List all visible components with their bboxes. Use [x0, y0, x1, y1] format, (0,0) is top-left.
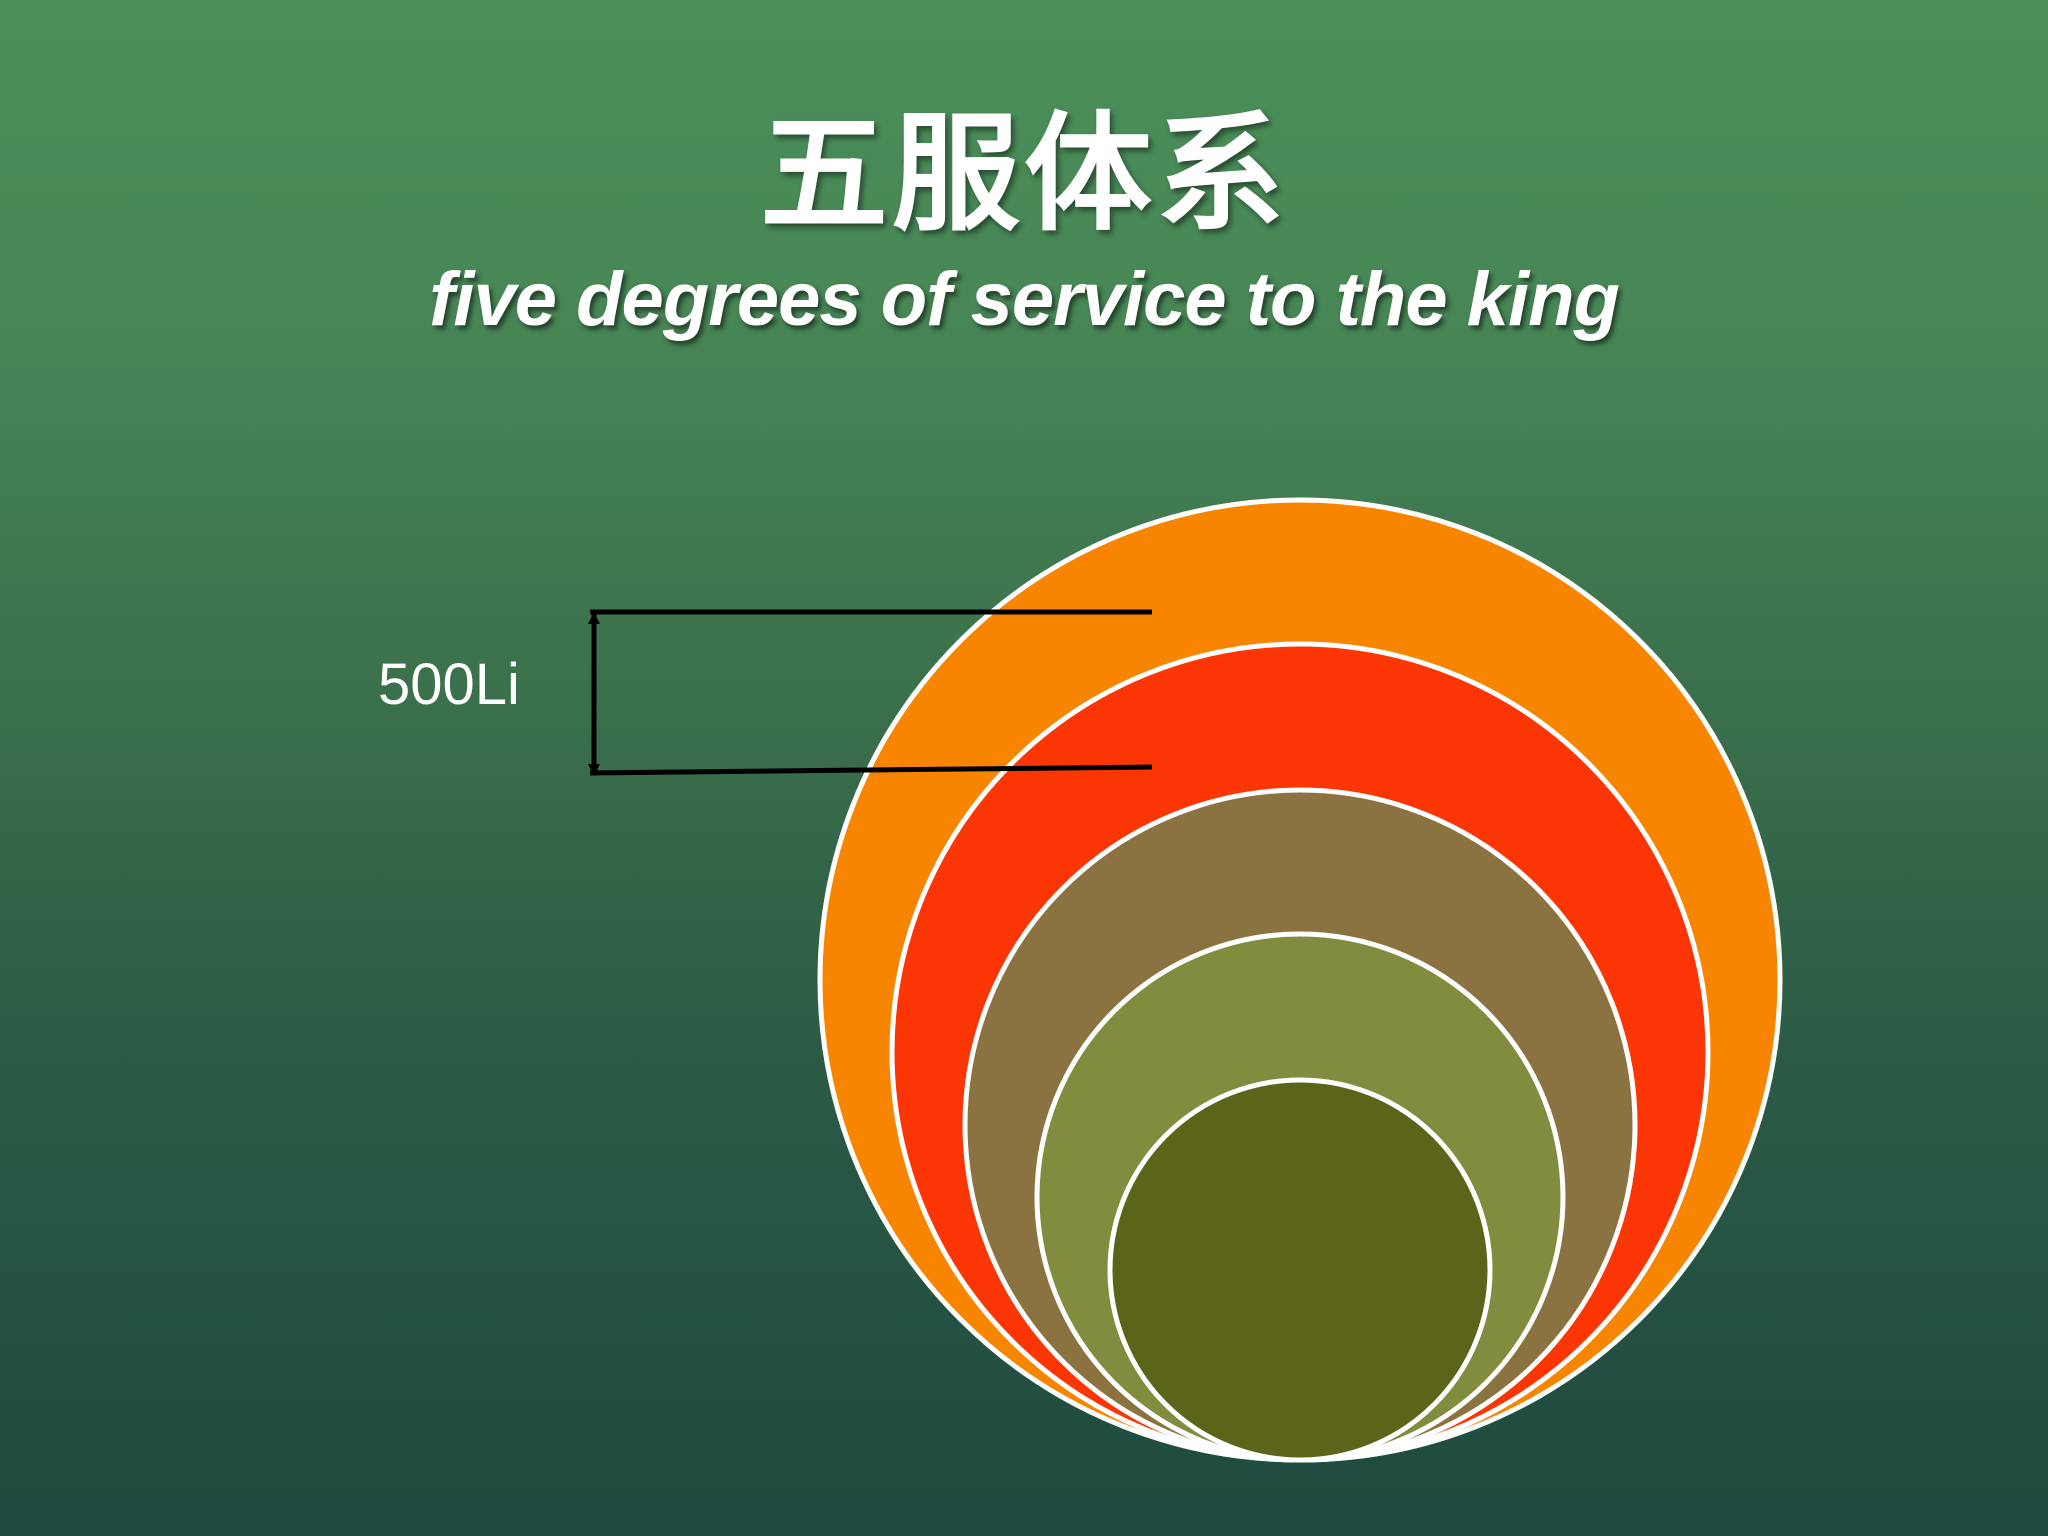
ring-degree-1	[1107, 1077, 1493, 1463]
measure-label: 500Li	[378, 652, 520, 717]
slide-subtitle: five degrees of service to the king	[429, 257, 1620, 342]
rings-group	[817, 497, 1783, 1463]
slide-title: 五服体系	[759, 100, 1288, 249]
bracket-bottom-line	[589, 764, 1153, 776]
bracket-arrow-down	[588, 764, 600, 776]
measure-bracket	[588, 609, 1153, 776]
bracket-arrow-up	[588, 612, 600, 624]
